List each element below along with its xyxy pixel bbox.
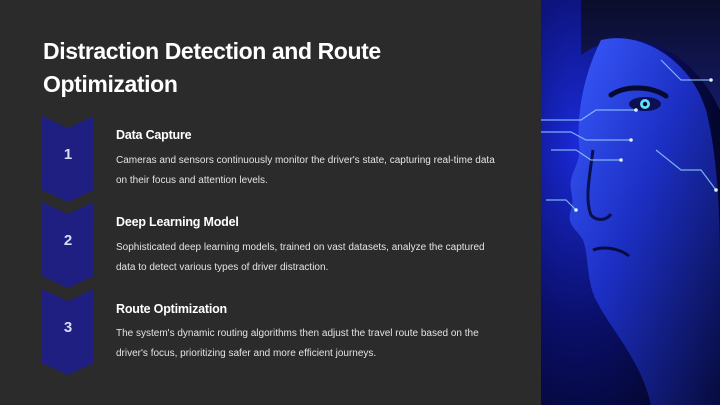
step-2-number: 2 — [63, 232, 73, 249]
step-1-chevron: 1 — [42, 116, 94, 202]
step-1-number: 1 — [63, 146, 73, 163]
step-3-title: Route Optimization — [116, 302, 227, 316]
slide-title: Distraction Detection and Route Optimiza… — [43, 38, 381, 97]
step-3-number: 3 — [63, 319, 73, 336]
step-2-title: Deep Learning Model — [116, 215, 239, 229]
step-2-description: Sophisticated deep learning models, trai… — [116, 242, 485, 273]
step-1-description: Cameras and sensors continuously monitor… — [116, 155, 495, 186]
step-1-title: Data Capture — [116, 128, 192, 142]
face-digital-overlay-image — [541, 0, 720, 405]
step-2-chevron: 2 — [42, 202, 94, 288]
step-3-description: The system's dynamic routing algorithms … — [116, 328, 479, 359]
step-3-chevron: 3 — [42, 289, 94, 375]
